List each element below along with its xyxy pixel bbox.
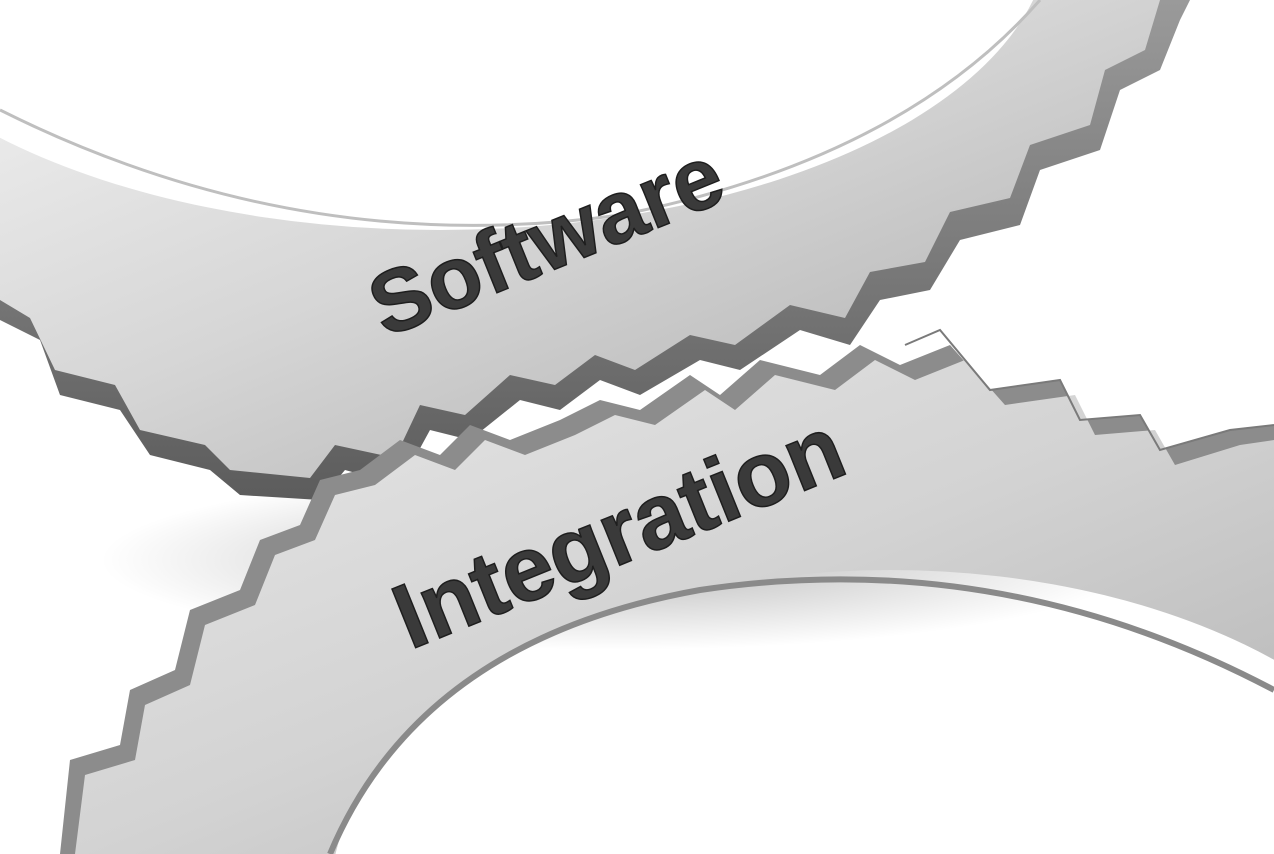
upper-gear-inner-rim: [0, 0, 1042, 227]
upper-gear: [0, 0, 1190, 500]
lower-gear-teeth-outline: [904, 328, 1274, 452]
lower-gear-inner-rim: [327, 576, 1274, 854]
lower-gear-face: [75, 360, 1274, 854]
upper-gear-face: [0, 0, 1160, 478]
